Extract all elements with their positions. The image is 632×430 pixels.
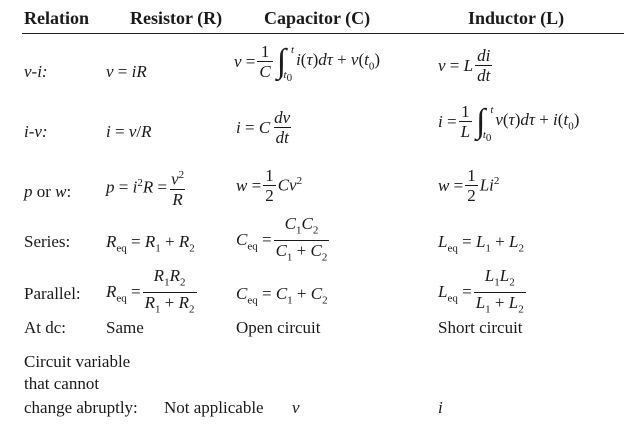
dc-capacitor-text: Open circuit (236, 318, 321, 337)
abrupt-resistor-text: Not applicable (164, 398, 264, 417)
row-label-parallel: Parallel: (24, 284, 81, 303)
row-label-abrupt-line3: change abruptly: (24, 398, 138, 417)
abrupt-inductor-text: i (438, 398, 443, 417)
row-label-series: Series: (24, 232, 71, 251)
dc-resistor-text: Same (106, 318, 144, 337)
series-resistor-formula: Req = R1 + R2 (106, 232, 195, 255)
header-resistor: Resistor (R) (130, 8, 223, 28)
row-label-pw: p or w: (24, 182, 72, 201)
header-rule (22, 33, 624, 34)
header-capacitor: Capacitor (C) (264, 8, 371, 28)
row-label-dc: At dc: (24, 318, 67, 337)
header-inductor: Inductor (L) (468, 8, 565, 28)
vi-resistor-formula: v = iR (106, 62, 147, 81)
row-label-iv: i-v: (24, 122, 48, 141)
header-relation: Relation (24, 8, 89, 28)
abrupt-capacitor-text: v (292, 398, 300, 417)
iv-resistor-formula: i = v/R (106, 122, 152, 141)
row-label-abrupt-line2: that cannot (24, 374, 100, 393)
row-label-abrupt-line1: Circuit variable (24, 352, 131, 371)
row-label-vi: v-i: (24, 62, 48, 81)
series-inductor-formula: Leq = L1 + L2 (438, 232, 524, 255)
parallel-capacitor-formula: Ceq = C1 + C2 (236, 284, 328, 307)
dc-inductor-text: Short circuit (438, 318, 523, 337)
